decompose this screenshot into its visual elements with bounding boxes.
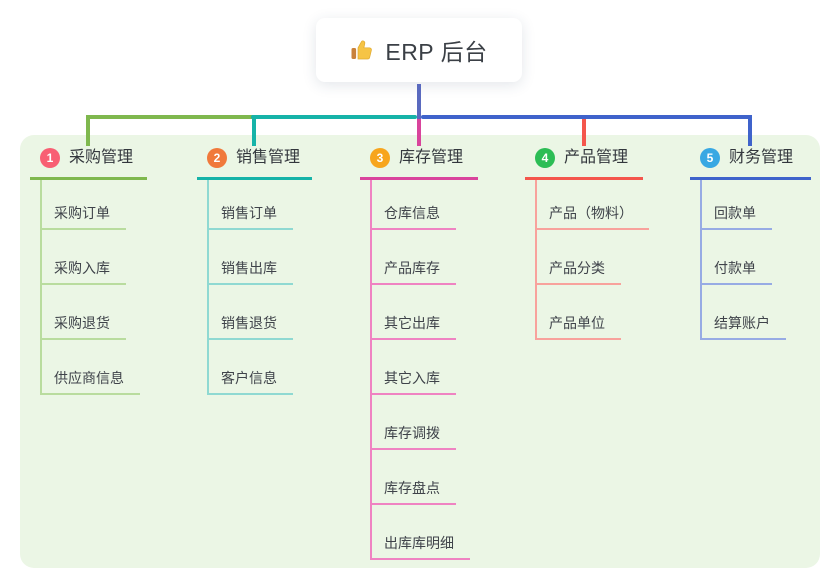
child-label: 出库库明细	[372, 534, 470, 560]
branches-background-panel	[20, 135, 820, 568]
branch-number-badge: 3	[370, 148, 390, 168]
branch-inventory: 3 库存管理 仓库信息 产品库存 其它出库 其它入库 库存调拨 库存盘点 出库库…	[360, 148, 478, 560]
child-label: 其它出库	[372, 314, 456, 340]
child-node[interactable]: 产品分类	[537, 230, 643, 285]
branch-number-badge: 4	[535, 148, 555, 168]
child-node[interactable]: 其它入库	[372, 340, 478, 395]
child-label: 采购入库	[42, 259, 126, 285]
branch-finance-children: 回款单 付款单 结算账户	[700, 180, 811, 340]
branch-label: 库存管理	[399, 149, 464, 166]
root-node[interactable]: ERP 后台	[316, 18, 522, 82]
connector-horizontal-finance	[421, 115, 752, 119]
child-node[interactable]: 回款单	[702, 180, 811, 230]
connector-drop-sales	[252, 115, 256, 146]
connector-horizontal-sales	[251, 115, 417, 119]
child-label: 客户信息	[209, 369, 293, 395]
child-label: 销售退货	[209, 314, 293, 340]
thumbs-up-icon	[351, 40, 373, 60]
child-label: 库存调拨	[372, 424, 456, 450]
child-label: 采购退货	[42, 314, 126, 340]
child-label: 其它入库	[372, 369, 456, 395]
branch-label: 产品管理	[564, 149, 629, 166]
child-node[interactable]: 客户信息	[209, 340, 312, 395]
child-label: 销售订单	[209, 204, 293, 230]
connector-drop-inventory	[417, 119, 421, 146]
child-node[interactable]: 仓库信息	[372, 180, 478, 230]
branch-inventory-children: 仓库信息 产品库存 其它出库 其它入库 库存调拨 库存盘点 出库库明细	[370, 180, 478, 560]
branch-finance: 5 财务管理 回款单 付款单 结算账户	[690, 148, 811, 340]
child-label: 库存盘点	[372, 479, 456, 505]
branch-sales-children: 销售订单 销售出库 销售退货 客户信息	[207, 180, 312, 395]
child-node[interactable]: 付款单	[702, 230, 811, 285]
child-node[interactable]: 采购入库	[42, 230, 147, 285]
child-label: 产品库存	[372, 259, 456, 285]
branch-sales: 2 销售管理 销售订单 销售出库 销售退货 客户信息	[197, 148, 312, 395]
child-label: 销售出库	[209, 259, 293, 285]
branch-purchase-header[interactable]: 1 采购管理	[30, 148, 147, 180]
branch-label: 销售管理	[236, 149, 301, 166]
child-node[interactable]: 销售订单	[209, 180, 312, 230]
child-node[interactable]: 销售出库	[209, 230, 312, 285]
branch-finance-header[interactable]: 5 财务管理	[690, 148, 811, 180]
branch-purchase-children: 采购订单 采购入库 采购退货 供应商信息	[40, 180, 147, 395]
child-label: 供应商信息	[42, 369, 140, 395]
connector-drop-product	[582, 119, 586, 146]
child-label: 采购订单	[42, 204, 126, 230]
branch-sales-header[interactable]: 2 销售管理	[197, 148, 312, 180]
child-node[interactable]: 产品库存	[372, 230, 478, 285]
child-label: 产品分类	[537, 259, 621, 285]
connector-root-stem	[417, 84, 421, 119]
connector-drop-purchase	[86, 115, 90, 146]
child-node[interactable]: 销售退货	[209, 285, 312, 340]
connector-horizontal-purchase	[86, 115, 256, 119]
child-node[interactable]: 供应商信息	[42, 340, 147, 395]
child-label: 付款单	[702, 259, 772, 285]
child-node[interactable]: 采购退货	[42, 285, 147, 340]
child-node[interactable]: 其它出库	[372, 285, 478, 340]
child-node[interactable]: 结算账户	[702, 285, 811, 340]
branch-number-badge: 2	[207, 148, 227, 168]
branch-purchase: 1 采购管理 采购订单 采购入库 采购退货 供应商信息	[30, 148, 147, 395]
child-label: 仓库信息	[372, 204, 456, 230]
branch-label: 采购管理	[69, 149, 134, 166]
child-label: 产品单位	[537, 314, 621, 340]
child-label: 结算账户	[702, 314, 786, 340]
child-label: 产品（物料）	[537, 204, 649, 230]
child-node[interactable]: 库存盘点	[372, 450, 478, 505]
branch-number-badge: 5	[700, 148, 720, 168]
child-node[interactable]: 采购订单	[42, 180, 147, 230]
branch-product: 4 产品管理 产品（物料） 产品分类 产品单位	[525, 148, 649, 340]
child-node[interactable]: 库存调拨	[372, 395, 478, 450]
child-label: 回款单	[702, 204, 772, 230]
child-node[interactable]: 产品单位	[537, 285, 643, 340]
branch-product-children: 产品（物料） 产品分类 产品单位	[535, 180, 649, 340]
connector-drop-finance	[748, 115, 752, 146]
child-node[interactable]: 出库库明细	[372, 505, 478, 560]
child-node[interactable]: 产品（物料）	[537, 180, 649, 230]
root-node-title: ERP 后台	[385, 39, 488, 65]
branch-product-header[interactable]: 4 产品管理	[525, 148, 643, 180]
branch-label: 财务管理	[729, 149, 794, 166]
branch-number-badge: 1	[40, 148, 60, 168]
branch-inventory-header[interactable]: 3 库存管理	[360, 148, 478, 180]
